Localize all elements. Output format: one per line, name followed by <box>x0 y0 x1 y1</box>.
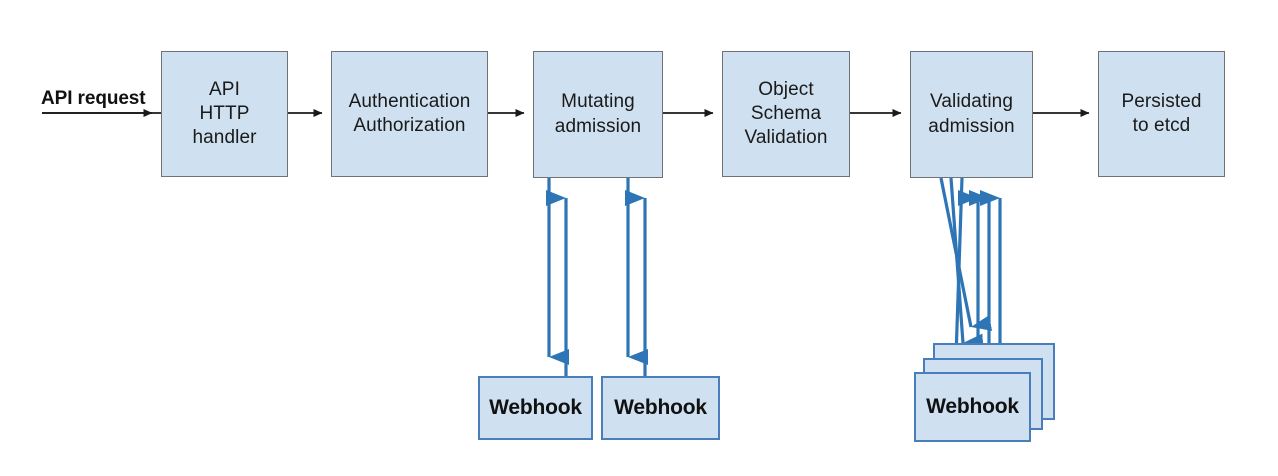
node-mutating-admission-label: Mutating admission <box>554 91 642 137</box>
connector-mutating-to-webhook-2 <box>625 178 648 376</box>
webhook-validating-stack-front[interactable]: Webhook <box>914 372 1031 442</box>
node-object-schema-validation[interactable]: Object Schema Validation <box>722 51 850 177</box>
webhook-mutating-1-label: Webhook <box>489 396 582 419</box>
connector-mutating-to-webhook-1 <box>546 178 569 376</box>
node-mutating-admission[interactable]: Mutating admission <box>533 51 663 178</box>
node-object-schema-validation-label: Object Schema Validation <box>744 78 828 149</box>
connector-validating-to-webhook-3 <box>939 177 1002 343</box>
entry-label: API request <box>41 88 146 109</box>
node-validating-admission-label: Validating admission <box>928 91 1015 137</box>
node-api-http-handler[interactable]: API HTTP handler <box>161 51 288 177</box>
webhook-mutating-2[interactable]: Webhook <box>601 376 720 440</box>
node-api-http-handler-label: API HTTP handler <box>192 78 257 149</box>
webhook-mutating-1[interactable]: Webhook <box>478 376 593 440</box>
node-validating-admission[interactable]: Validating admission <box>910 51 1033 178</box>
node-persisted-to-etcd-label: Persisted to etcd <box>1121 90 1202 136</box>
webhook-mutating-2-label: Webhook <box>614 396 707 419</box>
connector-validating-to-webhook-2 <box>949 177 991 358</box>
webhook-validating-stack-label: Webhook <box>926 395 1019 418</box>
node-authentication-authorization-label: Authentication Authorization <box>348 90 471 136</box>
node-authentication-authorization[interactable]: Authentication Authorization <box>331 51 488 177</box>
node-persisted-to-etcd[interactable]: Persisted to etcd <box>1098 51 1225 177</box>
